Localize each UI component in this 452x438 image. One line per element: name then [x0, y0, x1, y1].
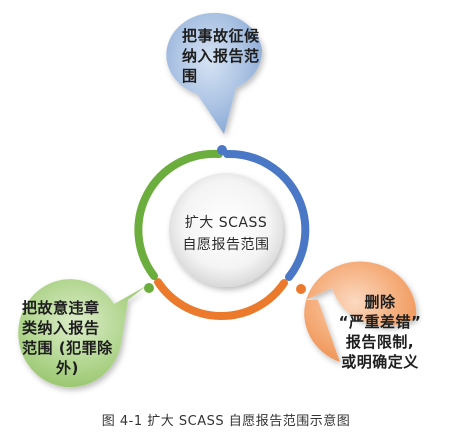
- top-bubble-line: 把事故征候: [182, 27, 260, 45]
- ring-segment-orange: [154, 278, 288, 320]
- left-bubble-line: 范围 (犯罪除: [22, 339, 113, 357]
- center-label-line: 自愿报告范围: [182, 237, 270, 253]
- top-bubble-line: 纳入报告范: [182, 47, 260, 65]
- top-speech-bubble: [166, 12, 263, 135]
- figure-caption: 图 4-1 扩大 SCASS 自愿报告范围示意图: [101, 414, 351, 429]
- connector-dot-top: [217, 145, 227, 155]
- left-bubble-line: 把故意违章: [22, 299, 100, 317]
- right-bubble-line: “严重差错”: [338, 313, 422, 331]
- center-circle: [169, 173, 283, 287]
- connector-dot-left: [144, 283, 154, 293]
- ring-segment-green: [134, 149, 223, 280]
- right-bubble-text: 删除 “严重差错” 报告限制, 或明确定义: [334, 292, 426, 372]
- right-bubble-line: 报告限制,: [345, 333, 415, 351]
- right-speech-bubble: [304, 261, 417, 362]
- left-bubble-line: 类纳入报告: [22, 319, 100, 337]
- ring-segment-blue: [223, 149, 310, 281]
- top-bubble-line: 围: [182, 67, 198, 85]
- right-bubble-line: 删除: [364, 293, 396, 311]
- left-speech-bubble: [18, 279, 146, 388]
- left-bubble-text: 把故意违章 类纳入报告 范围 (犯罪除 外): [22, 298, 113, 378]
- connector-dot-right: [296, 284, 306, 294]
- center-label: 扩大 SCASS 自愿报告范围: [170, 212, 282, 256]
- left-bubble-line: 外): [56, 359, 79, 377]
- top-bubble-text: 把事故征候 纳入报告范 围: [182, 26, 260, 86]
- center-label-line: 扩大 SCASS: [184, 215, 268, 231]
- right-bubble-line: 或明确定义: [341, 353, 419, 371]
